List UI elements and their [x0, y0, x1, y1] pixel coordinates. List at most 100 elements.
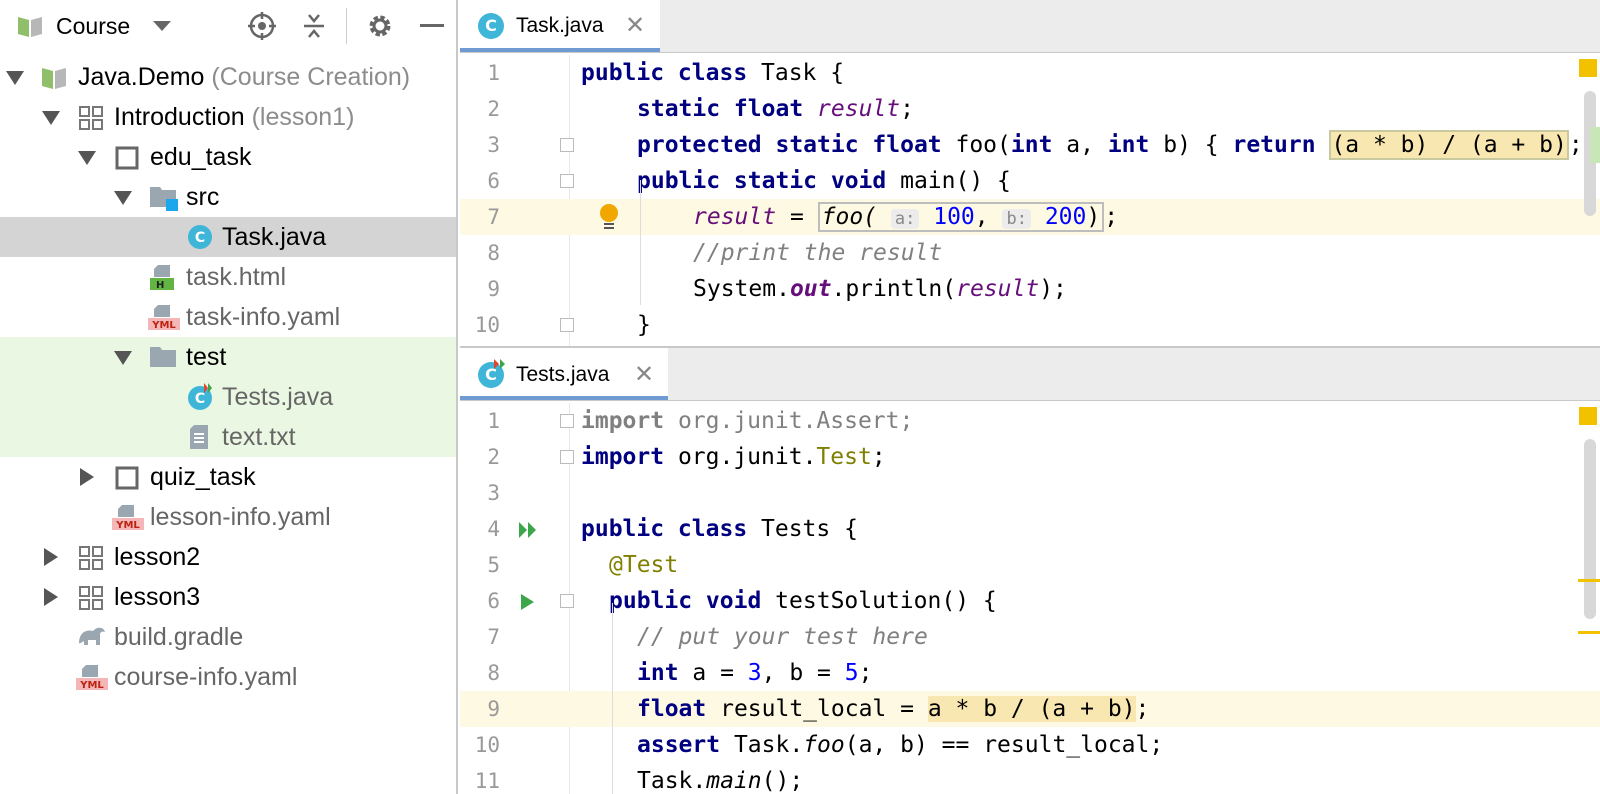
project-toolbar: Course	[0, 0, 458, 53]
line-number: 6	[487, 589, 500, 613]
line-number: 3	[487, 133, 500, 157]
html-file-icon: H	[148, 263, 176, 291]
svg-text:YML: YML	[79, 680, 104, 691]
java-class-icon: C	[478, 13, 504, 39]
yaml-file-icon: YML	[148, 303, 180, 331]
java-test-class-icon: C	[186, 383, 214, 411]
warning-stripe[interactable]	[1578, 631, 1600, 634]
locate-icon[interactable]	[246, 10, 278, 42]
vertical-scrollbar[interactable]	[1584, 439, 1596, 619]
close-tab-icon[interactable]: ✕	[634, 361, 655, 388]
close-tab-icon[interactable]: ✕	[625, 12, 646, 39]
line-number: 10	[474, 733, 500, 757]
toolbar-divider	[346, 8, 347, 44]
tree-item-task-info-yaml[interactable]: YML task-info.yaml	[0, 297, 456, 337]
line-number: 8	[487, 241, 500, 265]
tree-item-introduction[interactable]: Introduction (lesson1)	[0, 97, 456, 137]
expand-arrow-icon[interactable]	[6, 71, 24, 85]
tree-item-build-gradle[interactable]: build.gradle	[0, 617, 456, 657]
expand-arrow-icon[interactable]	[78, 151, 96, 165]
minimize-icon[interactable]	[416, 10, 448, 42]
tree-item-task-java[interactable]: C Task.java	[0, 217, 456, 257]
tree-item-lesson3[interactable]: lesson3	[0, 577, 456, 617]
expand-arrow-icon[interactable]	[80, 468, 94, 486]
warning-status-icon[interactable]	[1579, 59, 1597, 77]
lesson-icon	[78, 103, 106, 131]
expand-arrow-icon[interactable]	[114, 351, 132, 365]
tab-tests-java[interactable]: C Tests.java ✕	[460, 348, 668, 400]
tree-item-lesson-info-yaml[interactable]: YML lesson-info.yaml	[0, 497, 456, 537]
tree-item-quiz-task[interactable]: quiz_task	[0, 457, 456, 497]
run-all-tests-icon[interactable]	[518, 520, 540, 545]
tree-item-lesson2[interactable]: lesson2	[0, 537, 456, 577]
fold-collapse-icon[interactable]	[560, 174, 574, 188]
code-line: 10 assert Task.foo(a, b) == result_local…	[460, 727, 1600, 763]
tree-item-label: quiz_task	[150, 463, 256, 491]
code-line: 9 System.out.println(result);	[460, 271, 1600, 307]
line-number: 2	[487, 97, 500, 121]
tree-item-label: text.txt	[222, 423, 296, 451]
fold-collapse-icon[interactable]	[560, 414, 574, 428]
tree-item-label: Tests.java	[222, 383, 334, 411]
tree-item-label: edu_task	[150, 143, 252, 171]
task-icon	[114, 143, 142, 171]
tree-item-label: course-info.yaml	[114, 663, 298, 691]
expand-arrow-icon[interactable]	[44, 588, 58, 606]
java-class-icon: C	[186, 223, 214, 251]
svg-text:YML: YML	[115, 520, 140, 531]
tree-item-edu-task[interactable]: edu_task	[0, 137, 456, 177]
line-number: 5	[487, 553, 500, 577]
fold-end-icon[interactable]	[560, 450, 574, 464]
chevron-down-icon[interactable]	[146, 10, 178, 42]
run-test-icon[interactable]	[520, 592, 536, 617]
expand-arrow-icon[interactable]	[44, 548, 58, 566]
line-number: 11	[474, 769, 500, 793]
tree-item-src[interactable]: src	[0, 177, 456, 217]
tree-item-java-demo[interactable]: Java.Demo (Course Creation)	[0, 57, 456, 97]
code-line: 1 import org.junit.Assert;	[460, 403, 1600, 439]
line-number: 1	[487, 61, 500, 85]
code-line: 2 static float result;	[460, 91, 1600, 127]
fold-expand-icon[interactable]	[560, 138, 574, 152]
gear-icon[interactable]	[364, 10, 396, 42]
expand-arrow-icon[interactable]	[42, 111, 60, 125]
expand-arrow-icon[interactable]	[114, 191, 132, 205]
line-number: 7	[487, 625, 500, 649]
tab-label: Tests.java	[516, 363, 610, 386]
tree-item-task-html[interactable]: H task.html	[0, 257, 456, 297]
warning-status-icon[interactable]	[1579, 407, 1597, 425]
tree-item-suffix: (lesson1)	[251, 103, 355, 131]
tree-item-course-info-yaml[interactable]: YML course-info.yaml	[0, 657, 456, 697]
svg-text:H: H	[156, 280, 164, 291]
line-number: 6	[487, 169, 500, 193]
warning-stripe[interactable]	[1578, 579, 1600, 582]
gradle-icon	[76, 623, 105, 651]
tab-task-java[interactable]: C Task.java ✕	[460, 0, 660, 52]
code-line: 3 protected static float foo(int a, int …	[460, 127, 1600, 163]
project-view-selector[interactable]: Course	[56, 13, 131, 39]
code-area[interactable]: 1 public class Task { 2 static float res…	[460, 55, 1600, 346]
fold-collapse-icon[interactable]	[560, 594, 574, 608]
code-area[interactable]: 1 import org.junit.Assert; 2 import org.…	[460, 403, 1600, 794]
code-line: 5 @Test	[460, 547, 1600, 583]
course-icon	[40, 63, 68, 91]
tree-item-text-txt[interactable]: text.txt	[0, 417, 456, 457]
collapse-all-icon[interactable]	[298, 10, 330, 42]
tree-item-label: build.gradle	[114, 623, 244, 651]
warning-highlight[interactable]: a * b / (a + b)	[927, 696, 1136, 722]
editor-task-java: C Task.java ✕ 1 public class Task { 2 st…	[460, 0, 1600, 346]
project-panel: Course Java.Demo (Course Creation)	[0, 0, 458, 794]
lightbulb-icon[interactable]	[596, 203, 622, 236]
editor-splitter[interactable]	[460, 346, 1600, 348]
editor-tab-bar: C Tests.java ✕	[460, 348, 1600, 401]
code-line: 10 }	[460, 307, 1600, 343]
tree-item-tests-java[interactable]: C Tests.java	[0, 377, 456, 417]
fold-end-icon[interactable]	[560, 318, 574, 332]
tree-item-label: task-info.yaml	[186, 303, 341, 331]
tree-item-test[interactable]: test	[0, 337, 456, 377]
tree-item-label: task.html	[186, 263, 287, 291]
java-test-class-icon: C	[478, 362, 504, 388]
folded-expression[interactable]: (a * b) / (a + b)	[1329, 130, 1569, 160]
editor-gutter	[460, 403, 570, 794]
lesson-icon	[78, 583, 106, 611]
